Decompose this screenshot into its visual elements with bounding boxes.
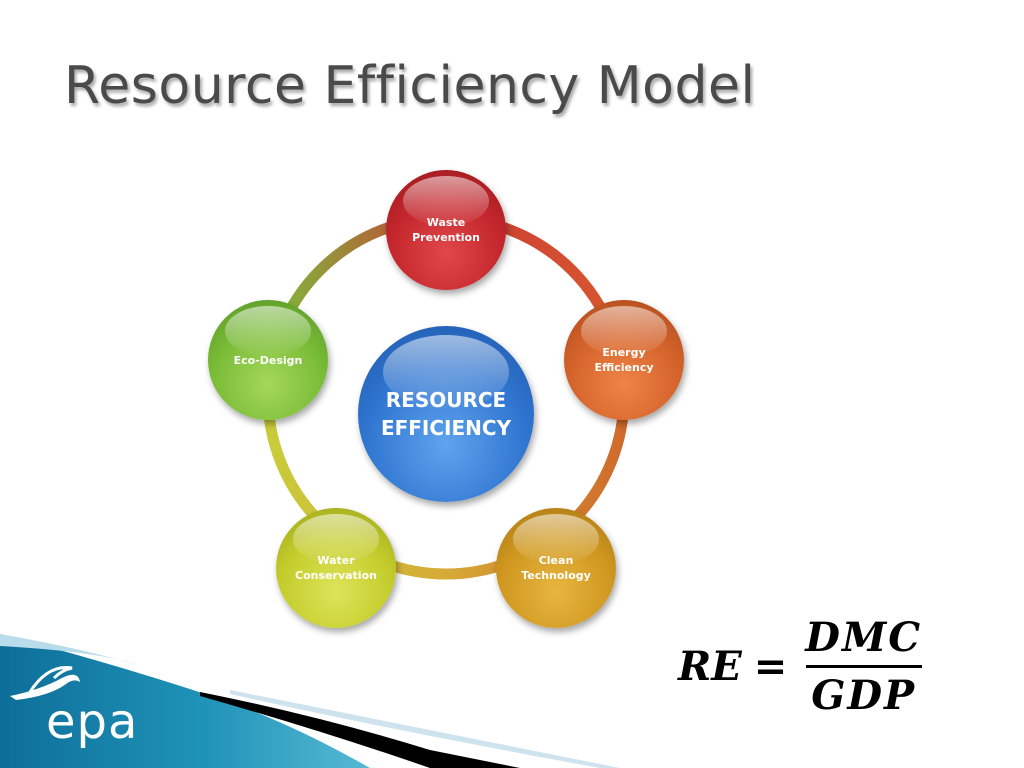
formula-equals-sign: = xyxy=(753,643,788,690)
resource-efficiency-formula: RE = DMC GDP xyxy=(678,614,926,719)
hub-gloss xyxy=(382,334,510,409)
slide-title: Resource Efficiency Model xyxy=(64,56,756,116)
node-label-line1: Clean xyxy=(538,554,574,567)
node-label-line1: Energy xyxy=(602,346,646,359)
node-gloss xyxy=(512,514,600,565)
swan-wing xyxy=(10,674,80,700)
epa-logo-text: epa xyxy=(46,694,139,750)
node-eco-design: Eco-Design xyxy=(208,300,328,420)
node-label-line1: Eco-Design xyxy=(233,353,303,367)
node-label-line1: Water xyxy=(317,554,355,567)
node-label: Clean Technology xyxy=(511,553,601,583)
node-energy-efficiency: Energy Efficiency xyxy=(564,300,684,420)
node-label: Water Conservation xyxy=(285,553,387,583)
hub-label: RESOURCE EFFICIENCY xyxy=(371,386,521,442)
node-label: Waste Prevention xyxy=(402,215,490,245)
node-label-line2: Efficiency xyxy=(594,361,654,374)
node-waste-prevention: Waste Prevention xyxy=(386,170,506,290)
black-swoosh xyxy=(200,692,520,768)
epa-swan-logo-icon xyxy=(10,666,80,700)
hub-label-line2: EFFICIENCY xyxy=(380,416,512,440)
node-gloss xyxy=(580,306,668,357)
node-clean-technology: Clean Technology xyxy=(496,508,616,628)
node-water-conservation: Water Conservation xyxy=(276,508,396,628)
formula-lhs: RE xyxy=(678,643,742,690)
swan-neck xyxy=(28,666,73,693)
formula-numerator: DMC xyxy=(805,614,923,661)
footer-swoosh-decoration xyxy=(0,634,620,768)
pale-swoosh xyxy=(230,690,620,768)
node-label: Eco-Design xyxy=(224,353,313,368)
node-label-line1: Waste xyxy=(426,216,466,229)
hub-label-line1: RESOURCE xyxy=(385,388,507,412)
node-label-line2: Technology xyxy=(521,569,591,582)
node-gloss xyxy=(402,176,490,227)
node-gloss xyxy=(292,514,380,565)
teal-wave xyxy=(0,634,370,768)
node-label-line2: Prevention xyxy=(412,231,480,244)
formula-denominator: GDP xyxy=(811,672,917,719)
light-wave-edge xyxy=(0,634,140,666)
epa-logo: epa xyxy=(10,660,220,768)
resource-efficiency-cycle-diagram: RESOURCE EFFICIENCY Waste Prevention Ene… xyxy=(190,160,710,640)
node-label: Energy Efficiency xyxy=(584,345,663,375)
fraction-bar xyxy=(805,665,922,668)
node-gloss xyxy=(224,306,312,357)
node-label-line2: Conservation xyxy=(295,569,377,582)
resource-efficiency-hub: RESOURCE EFFICIENCY xyxy=(358,326,534,502)
formula-fraction: DMC GDP xyxy=(801,614,926,719)
ring-arc-bottom xyxy=(262,395,630,580)
